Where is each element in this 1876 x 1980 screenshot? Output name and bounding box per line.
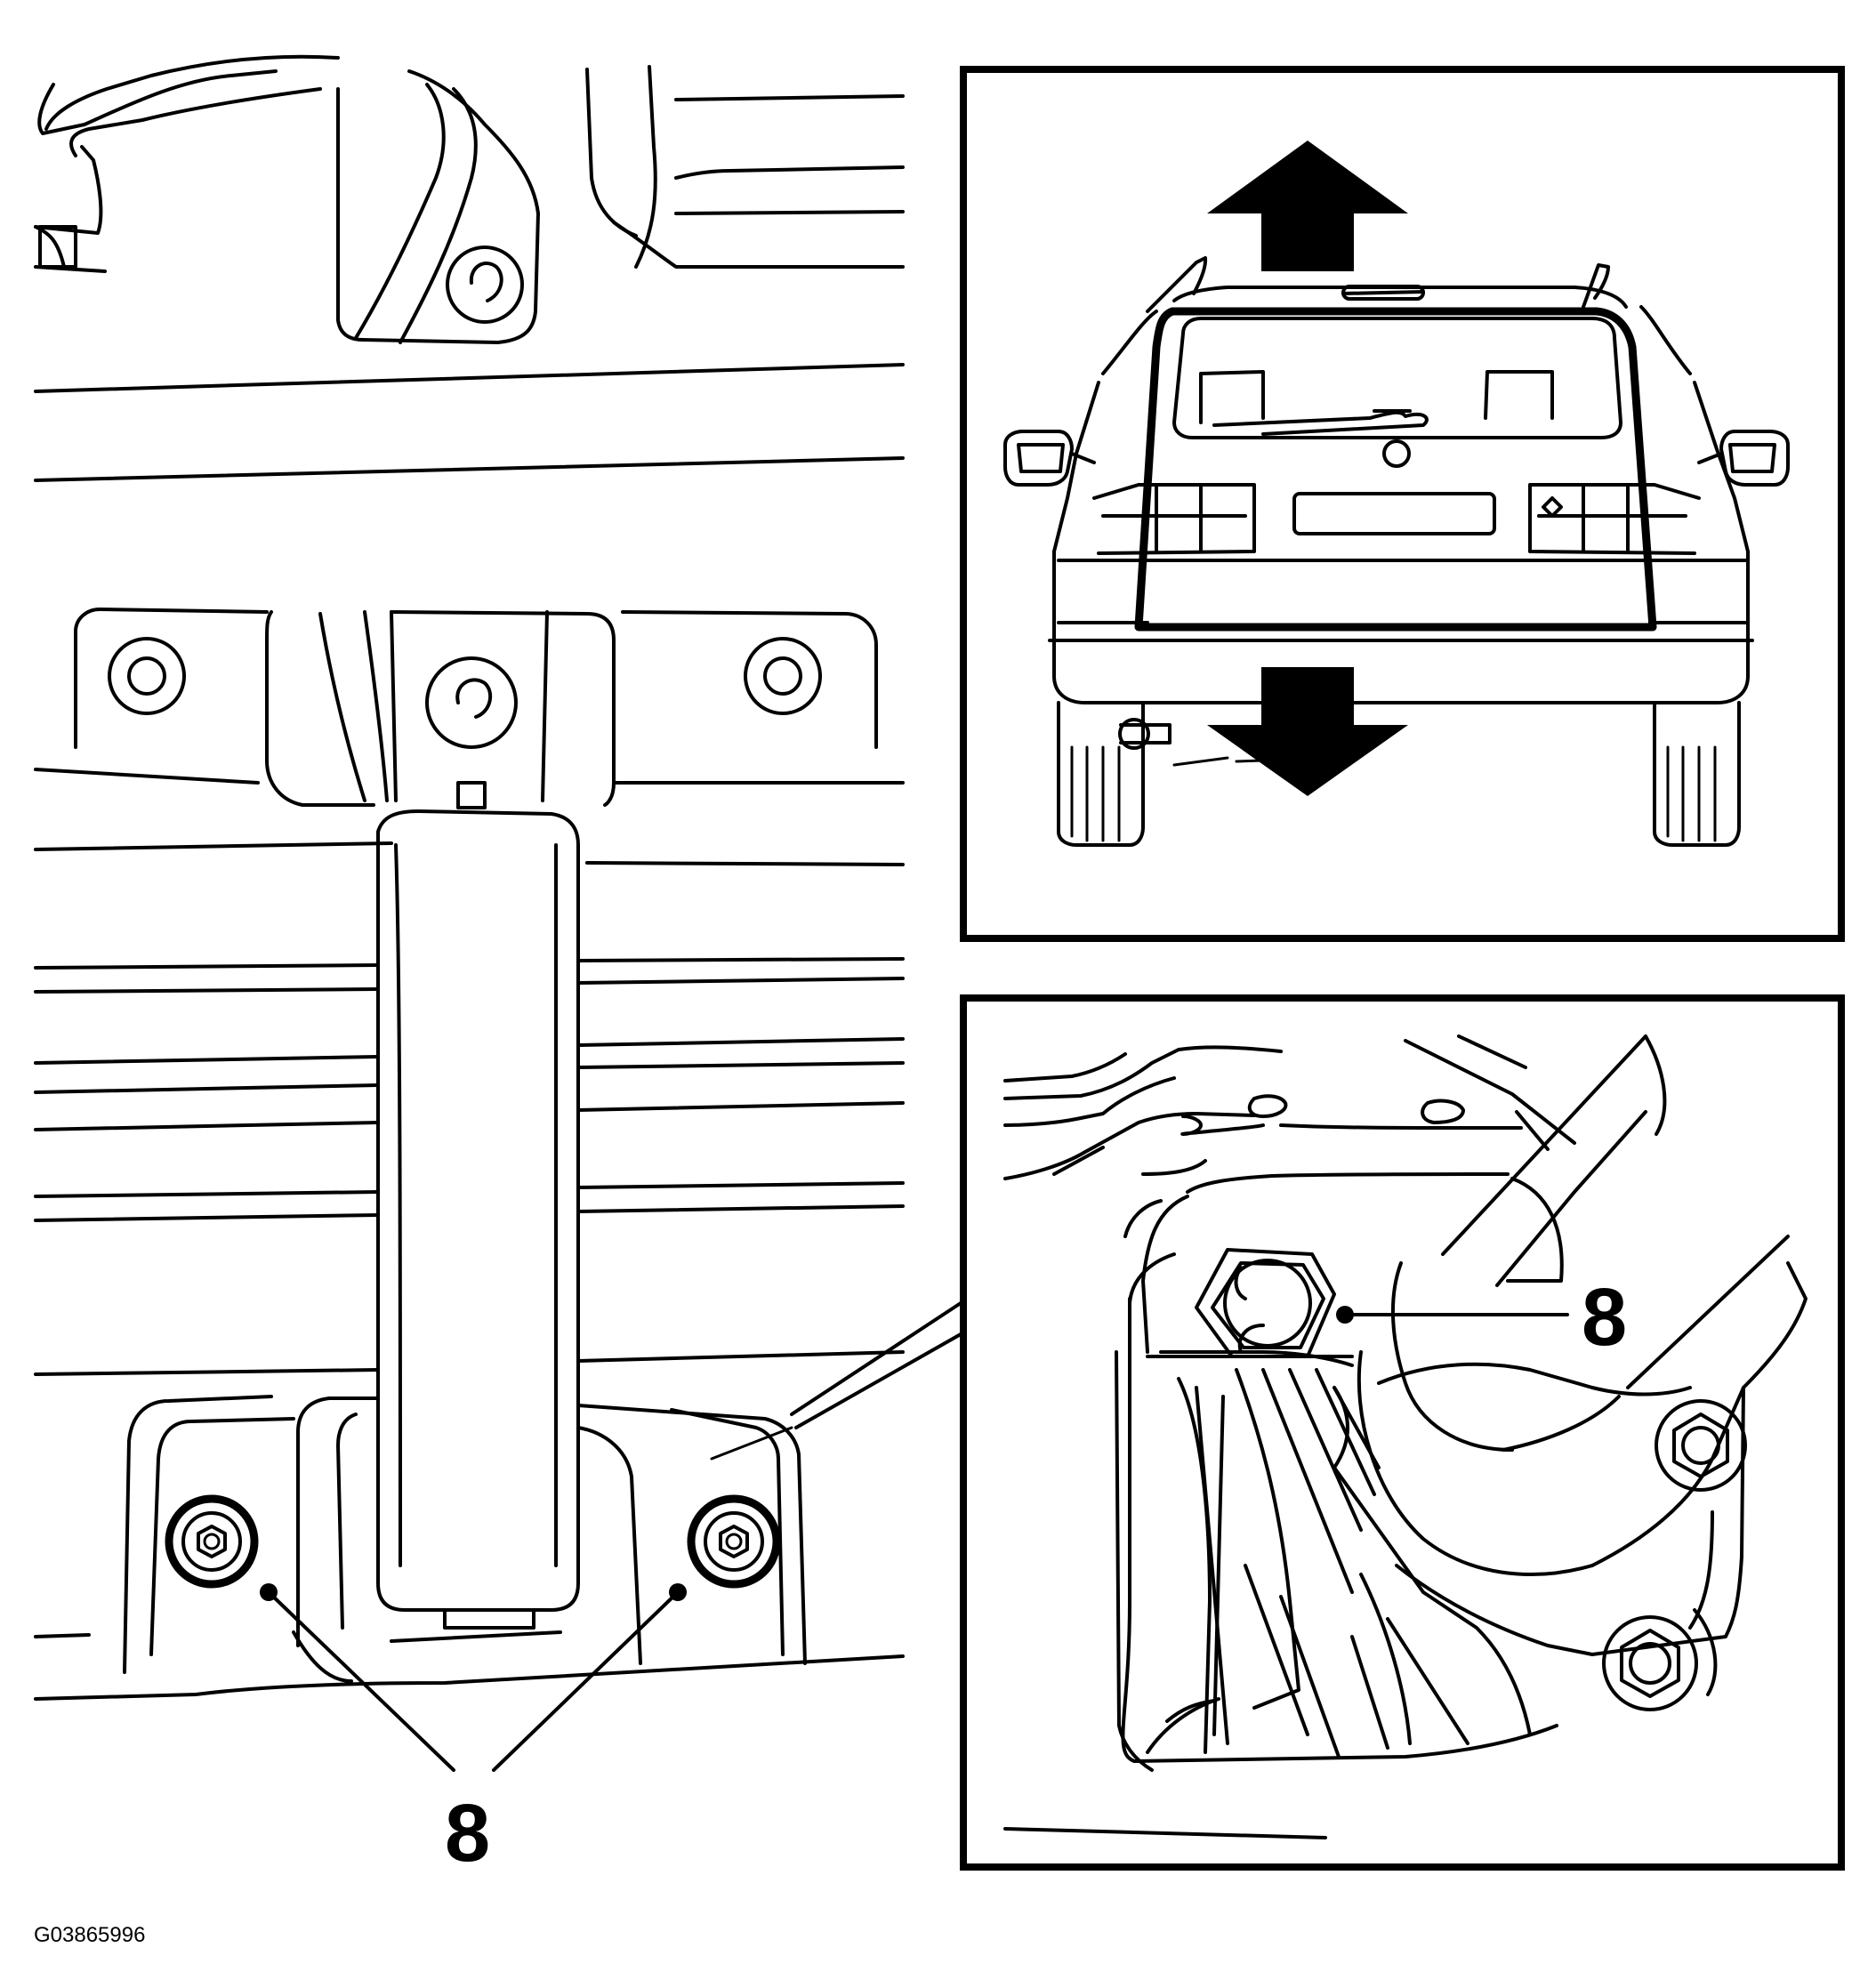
arrow-up-icon [1207,141,1408,271]
tailgate-seal-outline [1134,307,1657,632]
bolt-left [165,1494,259,1589]
lower-bracket [34,1395,905,1701]
callout-label-main: 8 [445,1788,490,1879]
main-view: 8 [34,54,962,1879]
leader-line-left [267,1590,455,1772]
callout-8-detail: 8 [1336,1272,1627,1363]
upper-bracket [34,54,905,482]
detail-hex-bolt [1195,1248,1336,1358]
floor-panel-lines [34,957,905,1376]
strut-arm [376,809,580,1643]
vehicle-rear-outline [1003,256,1790,847]
detail-body [1003,1034,1808,1839]
inset-vehicle-rear [960,66,1845,942]
figure-code: G03865996 [34,1923,145,1947]
callout-8-main: 8 [260,1583,687,1879]
inset-pointer [790,1301,962,1429]
callout-label-detail: 8 [1582,1272,1627,1363]
hinge-plate [34,608,905,866]
bolt-right [687,1494,781,1589]
inset-frame-bottom [960,994,1845,1871]
inset-frame-top [960,66,1845,942]
inset-detail: 8 [960,994,1845,1871]
leader-line-right [492,1590,680,1772]
arrow-down-icon [1207,667,1408,796]
